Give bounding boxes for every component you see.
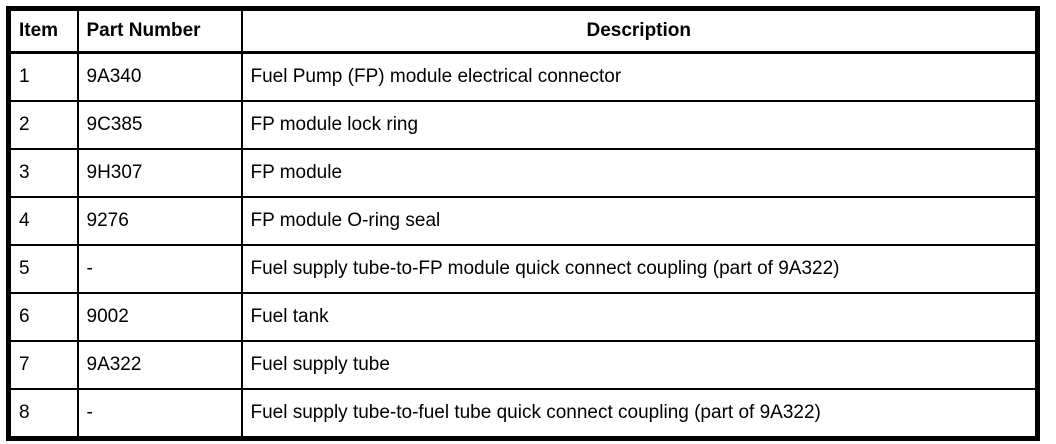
part-number-cell: 9002: [76, 292, 243, 342]
parts-table-container: Item Part Number Description 1 9A340 Fue…: [6, 6, 1040, 441]
description-cell: FP module: [240, 148, 1039, 198]
header-description: Description: [240, 7, 1039, 54]
table-row: 4 9276 FP module O-ring seal: [7, 196, 1039, 246]
table-row: 8 - Fuel supply tube-to-fuel tube quick …: [7, 388, 1039, 440]
part-number-cell: 9A322: [76, 340, 243, 390]
part-number-cell: 9A340: [76, 51, 243, 102]
header-item: Item: [7, 7, 79, 54]
table-row: 5 - Fuel supply tube-to-FP module quick …: [7, 244, 1039, 294]
item-cell: 1: [7, 51, 79, 102]
item-cell: 3: [7, 148, 79, 198]
item-cell: 6: [7, 292, 79, 342]
description-cell: Fuel supply tube-to-fuel tube quick conn…: [240, 388, 1039, 440]
table-row: 2 9C385 FP module lock ring: [7, 100, 1039, 150]
header-row: Item Part Number Description: [7, 7, 1039, 54]
item-cell: 5: [7, 244, 79, 294]
table-row: 1 9A340 Fuel Pump (FP) module electrical…: [7, 51, 1039, 102]
part-number-cell: 9C385: [76, 100, 243, 150]
table-row: 7 9A322 Fuel supply tube: [7, 340, 1039, 390]
part-number-cell: 9276: [76, 196, 243, 246]
part-number-cell: 9H307: [76, 148, 243, 198]
item-cell: 4: [7, 196, 79, 246]
part-number-cell: -: [76, 388, 243, 440]
description-cell: Fuel supply tube-to-FP module quick conn…: [240, 244, 1039, 294]
item-cell: 8: [7, 388, 79, 440]
description-cell: FP module O-ring seal: [240, 196, 1039, 246]
description-cell: Fuel Pump (FP) module electrical connect…: [240, 51, 1039, 102]
description-cell: Fuel tank: [240, 292, 1039, 342]
description-cell: FP module lock ring: [240, 100, 1039, 150]
part-number-cell: -: [76, 244, 243, 294]
parts-table: Item Part Number Description 1 9A340 Fue…: [6, 6, 1040, 441]
table-body: 1 9A340 Fuel Pump (FP) module electrical…: [7, 51, 1039, 440]
description-cell: Fuel supply tube: [240, 340, 1039, 390]
table-row: 3 9H307 FP module: [7, 148, 1039, 198]
item-cell: 2: [7, 100, 79, 150]
table-row: 6 9002 Fuel tank: [7, 292, 1039, 342]
header-part-number: Part Number: [76, 7, 243, 54]
item-cell: 7: [7, 340, 79, 390]
